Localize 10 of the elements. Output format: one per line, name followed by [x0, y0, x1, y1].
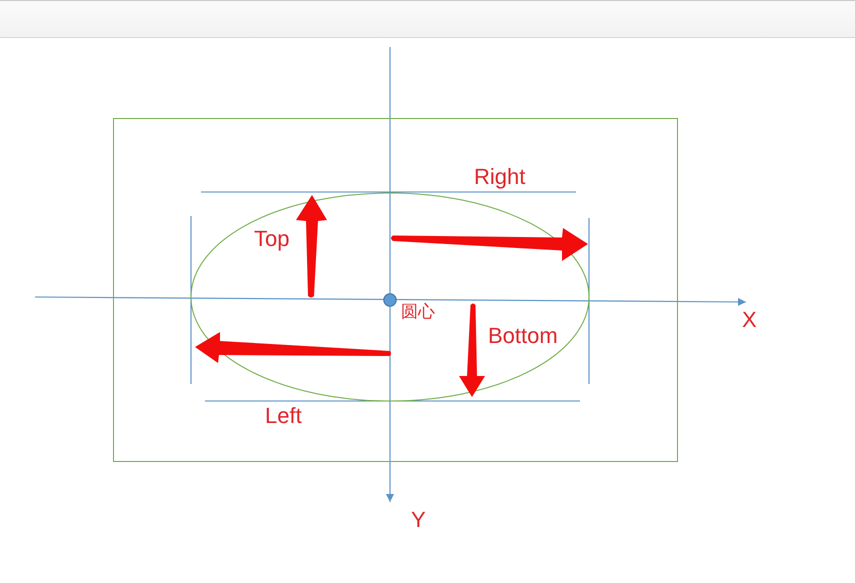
center-label: 圆心 [401, 303, 435, 320]
direction-label: Bottom [488, 325, 558, 347]
axis-label: X [742, 309, 757, 331]
direction-label: Right [474, 166, 526, 188]
ellipse-outline [190, 192, 590, 402]
rectangle-outline [113, 118, 678, 462]
top-bar [0, 0, 855, 38]
direction-label: Left [265, 405, 302, 427]
direction-label: Top [254, 228, 290, 250]
axis-label: Y [411, 509, 426, 531]
